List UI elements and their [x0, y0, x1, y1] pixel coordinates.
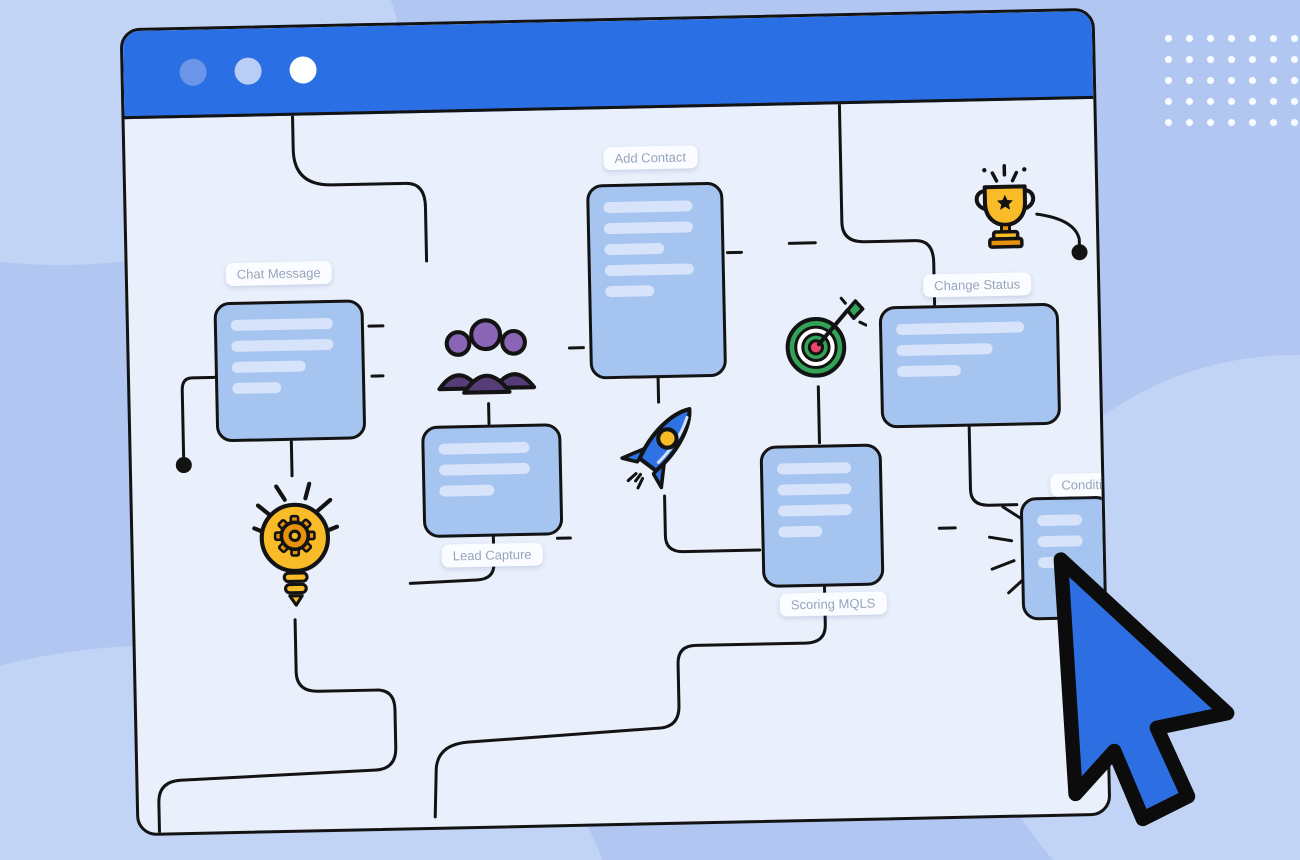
browser-window: Chat Message Add Contact Lead Capture Sc…	[119, 7, 1112, 837]
card-text-stripe	[604, 242, 665, 256]
cursor-pointer-icon	[1053, 552, 1235, 827]
workflow-canvas: Chat Message Add Contact Lead Capture Sc…	[125, 98, 1109, 835]
node-label-add-contact: Add Contact	[603, 145, 698, 171]
card-text-stripe	[896, 321, 1025, 336]
team-contacts-icon	[431, 299, 541, 409]
card-text-stripe	[603, 221, 693, 235]
idea-lightbulb-gear-icon	[244, 473, 347, 625]
card-text-stripe	[231, 360, 307, 374]
node-card-change-status[interactable]	[878, 302, 1062, 429]
card-text-stripe	[896, 343, 994, 357]
card-text-stripe	[1037, 514, 1083, 527]
window-control-dot-1[interactable]	[179, 58, 207, 87]
card-text-stripe	[438, 441, 530, 455]
card-text-stripe	[778, 525, 823, 538]
card-text-stripe	[232, 382, 282, 395]
window-control-dot-2[interactable]	[234, 57, 262, 85]
card-text-stripe	[438, 462, 531, 476]
node-label-change-status: Change Status	[922, 272, 1032, 298]
node-card-lead-capture[interactable]	[421, 423, 564, 539]
target-goal-icon	[770, 294, 868, 392]
flow-connector-lines	[157, 98, 1088, 835]
node-label-chat-message: Chat Message	[225, 260, 332, 287]
card-text-stripe	[604, 263, 694, 277]
node-label-scoring-mqls: Scoring MQLS	[779, 591, 887, 617]
node-label-lead-capture: Lead Capture	[441, 542, 543, 568]
dot-grid-pattern	[1158, 28, 1300, 136]
card-text-stripe	[230, 317, 334, 332]
card-text-stripe	[603, 200, 693, 214]
card-text-stripe	[439, 484, 495, 497]
trophy-award-icon	[962, 162, 1050, 264]
node-card-add-contact[interactable]	[586, 181, 728, 380]
node-card-chat-message[interactable]	[213, 299, 367, 443]
node-card-scoring-mqls[interactable]	[759, 443, 885, 588]
card-text-stripe	[896, 364, 962, 378]
rocket-launch-icon	[610, 393, 714, 497]
card-text-stripe	[777, 483, 852, 496]
card-text-stripe	[605, 285, 655, 298]
window-control-dot-3[interactable]	[289, 56, 317, 84]
card-text-stripe	[231, 338, 334, 353]
card-text-stripe	[776, 462, 852, 475]
node-label-conditional: Conditional	[1050, 472, 1109, 497]
card-text-stripe	[777, 504, 852, 517]
